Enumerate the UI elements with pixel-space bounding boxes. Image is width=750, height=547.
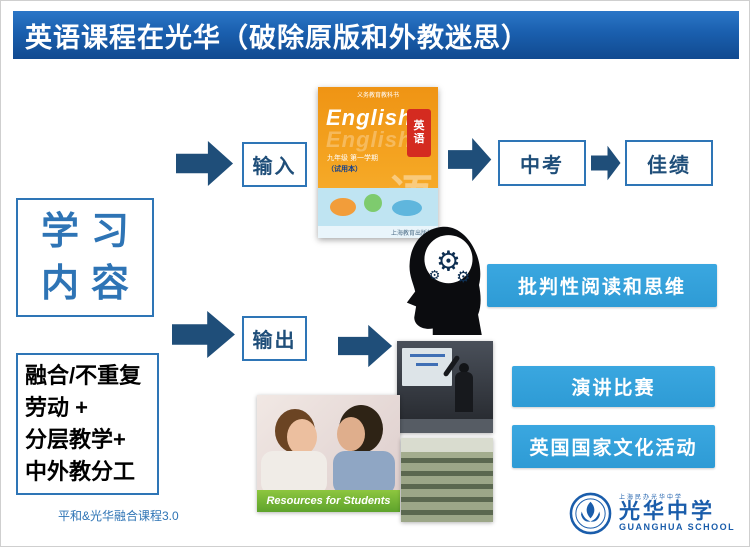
textbook-edition-line: （试用本） [327,166,362,173]
textbook-cn-char: 英 [413,120,425,132]
school-name-cn: 光华中学 [619,499,715,523]
textbook-title-cn: 英 语 [407,109,431,157]
illustration-blob [364,194,382,212]
english-textbook-image: 义务教育教科书 English English 英 语 九年级 第一学期 （试用… [318,87,438,238]
student-right-body [333,451,395,495]
speaker-head [459,363,469,373]
school-small-text: 上海民办光华中学 [619,494,684,501]
speech-contest-box: 演讲比赛 [512,366,715,407]
textbook-grade-line: 九年级 第一学期 [327,155,378,162]
footer-text: 平和&光华融合课程3.0 [58,509,179,523]
textbook-title-en-ghost: English [326,127,413,152]
learning-content-line: 学习 [40,210,141,253]
slide-title: 英语课程在光华（破除原版和外教迷思） [13,11,739,59]
right-arrow-icon [591,145,621,181]
student-left-face [287,419,317,455]
student-right-face [337,417,365,451]
student-rows [401,458,493,522]
methods-line: 劳动 + [25,395,88,420]
textbook-illustration [318,188,438,226]
gear-icon: ⚙ [436,245,461,278]
school-logo-text: 上海民办光华中学 光华中学 GUANGHUA SCHOOL [619,495,735,533]
learning-content-line: 内容 [40,262,141,305]
students-caption: Resources for Students [266,495,391,507]
speech-stage-photo [397,341,493,433]
right-arrow-icon [448,137,492,182]
projection-screen [402,348,452,386]
textbook-cn-char: 语 [413,133,425,145]
speaker-body [455,372,473,412]
gear-icon: ⚙ [456,267,470,286]
school-logo: 上海民办光华中学 光华中学 GUANGHUA SCHOOL [569,492,735,535]
results-box: 佳绩 [625,140,713,186]
critical-thinking-box: 批判性阅读和思维 [487,264,717,307]
illustration-blob [330,198,356,216]
right-arrow-icon [176,140,234,187]
students-caption-bar: Resources for Students [257,490,400,512]
input-box: 输入 [242,142,307,187]
exam-box: 中考 [498,140,586,186]
student-left-body [261,451,327,495]
critical-thinking-head-icon: ⚙ ⚙ ⚙ [406,226,482,335]
textbook-title-en: English [326,105,413,130]
screen-text-line [409,354,445,357]
methods-box: 融合/不重复 劳动 + 分层教学+ 中外教分工 [16,353,159,495]
output-box: 输出 [242,316,307,361]
school-emblem-icon [569,492,612,535]
right-arrow-icon [172,311,235,358]
illustration-blob [392,200,422,216]
school-name-en: GUANGHUA SCHOOL [619,521,736,532]
learning-content-box: 学习 内容 [16,198,154,317]
uniform-group-photo [401,438,493,522]
right-arrow-icon [338,324,393,368]
textbook-publisher: 上海教育出版社 [318,226,438,238]
gear-icon: ⚙ [429,268,441,283]
methods-line: 分层教学+ [25,427,126,452]
students-photo: Resources for Students [257,395,400,512]
uk-culture-box: 英国国家文化活动 [512,425,715,468]
methods-line: 中外教分工 [25,459,136,484]
stage-floor [397,419,493,433]
screen-text-line [415,363,439,366]
methods-line: 融合/不重复 [25,363,142,388]
textbook-series-text: 义务教育教科书 [356,93,399,99]
